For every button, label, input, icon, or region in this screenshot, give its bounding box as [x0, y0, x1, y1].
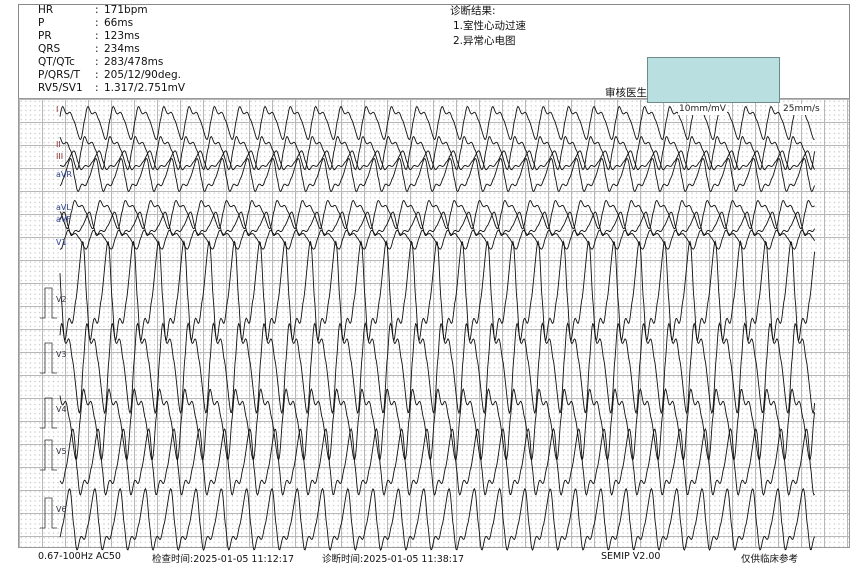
- measurement-row: HR:171bpm: [38, 4, 238, 17]
- measurement-row: P:66ms: [38, 17, 238, 30]
- measurement-colon: :: [95, 56, 99, 68]
- measurement-key: RV5/SV1: [38, 82, 83, 94]
- diagnosis-title: 诊断结果:: [450, 5, 496, 17]
- calibration-pulse: [40, 439, 57, 471]
- measurement-value: 283/478ms: [104, 56, 164, 68]
- ecg-grid: [18, 98, 850, 548]
- measurement-colon: :: [95, 43, 99, 55]
- measurement-key: QRS: [38, 43, 61, 55]
- diagnosis-time: 诊断时间:2025-01-05 11:38:17: [322, 554, 465, 565]
- lead-label: V1: [56, 238, 67, 247]
- redaction-box: [647, 57, 780, 103]
- disclaimer: 仅供临床参考: [741, 554, 799, 565]
- ecg-trace-iii: [60, 150, 815, 171]
- measurement-row: PR:123ms: [38, 30, 238, 43]
- lead-label: V3: [56, 350, 67, 359]
- lead-label: V2: [56, 295, 67, 304]
- calibration-pulse: [40, 342, 57, 374]
- software-version: SEMIP V2.00: [601, 551, 661, 562]
- measurement-colon: :: [95, 82, 99, 94]
- diagnosis-panel: 诊断结果: 1.室性心动过速 2.异常心电图: [450, 4, 526, 49]
- lead-label: II: [56, 140, 61, 149]
- measurement-value: 1.317/2.751mV: [104, 82, 186, 94]
- diagnosis-item: 2.异常心电图: [453, 35, 516, 47]
- calibration-pulse: [40, 497, 57, 529]
- exam-time: 检查时间:2025-01-05 11:12:17: [152, 554, 295, 565]
- speed-label: 25mm/s: [782, 104, 821, 115]
- measurement-value: 234ms: [104, 43, 140, 55]
- ecg-trace-v5: [59, 427, 815, 496]
- ecg-trace-avl: [59, 199, 815, 230]
- measurement-key: HR: [38, 4, 54, 16]
- measurement-value: 205/12/90deg.: [104, 69, 181, 81]
- measurement-value: 66ms: [104, 17, 134, 29]
- diagnosis-item: 1.室性心动过速: [453, 20, 527, 32]
- ecg-trace-ii: [59, 135, 816, 171]
- lead-label: V5: [56, 447, 67, 456]
- reviewer-label: 审核医生: [605, 87, 647, 99]
- ecg-trace-v4: [59, 387, 816, 461]
- calibration-pulse: [40, 397, 57, 429]
- measurement-colon: :: [95, 69, 99, 81]
- lead-label: V4: [56, 405, 67, 414]
- ecg-trace-v6: [59, 487, 815, 551]
- measurement-colon: :: [95, 17, 99, 29]
- ecg-trace-avf: [59, 211, 816, 237]
- ecg-trace-v2: [59, 239, 816, 342]
- measurement-row: QT/QTc:283/478ms: [38, 56, 238, 69]
- measurement-key: P/QRS/T: [38, 69, 81, 81]
- measurement-value: 171bpm: [104, 4, 148, 16]
- lead-label: aVR: [56, 170, 72, 179]
- lead-label: aVL: [56, 203, 71, 212]
- calibration-pulse: [40, 287, 57, 319]
- ecg-trace-avr: [59, 157, 816, 193]
- measurement-row: RV5/SV1:1.317/2.751mV: [38, 82, 238, 95]
- measurement-row: P/QRS/T:205/12/90deg.: [38, 69, 238, 82]
- measurement-colon: :: [95, 4, 99, 16]
- measurement-key: PR: [38, 30, 52, 42]
- ecg-trace-v3: [59, 322, 816, 415]
- lead-label: I: [56, 105, 59, 114]
- measurement-key: P: [38, 17, 45, 29]
- filter-setting: 0.67-100Hz AC50: [38, 551, 121, 562]
- lead-label: III: [56, 152, 64, 161]
- measurement-row: QRS:234ms: [38, 43, 238, 56]
- ecg-trace-v1: [59, 229, 815, 250]
- lead-label: aVF: [56, 215, 71, 224]
- measurement-value: 123ms: [104, 30, 140, 42]
- lead-label: V6: [56, 505, 67, 514]
- gain-label: 10mm/mV: [678, 104, 727, 115]
- ecg-trace-i: [59, 105, 815, 141]
- measurement-key: QT/QTc: [38, 56, 75, 68]
- measurement-colon: :: [95, 30, 99, 42]
